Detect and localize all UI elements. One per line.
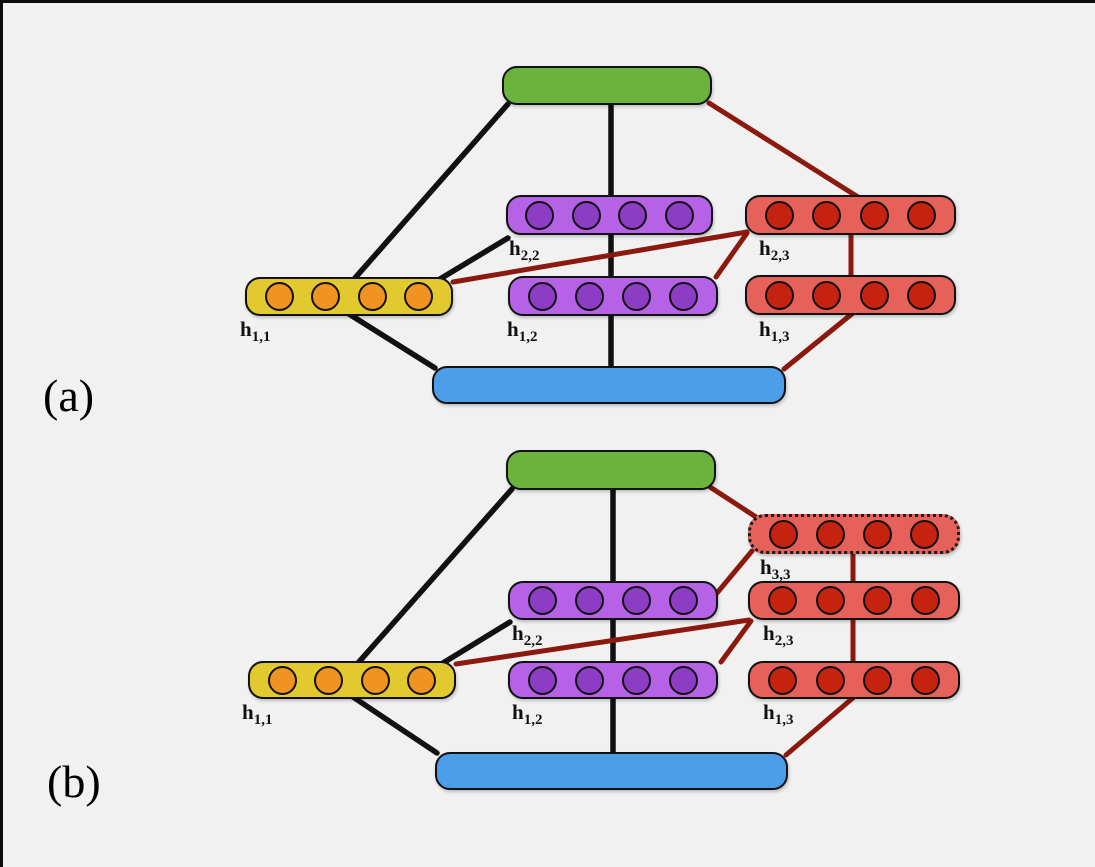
unit-circle xyxy=(575,281,604,311)
unit-circle xyxy=(357,282,387,311)
node-b-input-bar xyxy=(435,752,788,790)
unit-circle xyxy=(910,665,940,695)
node-b-h33 xyxy=(748,514,960,554)
unit-circle xyxy=(863,665,893,695)
edge-a-root-h23 xyxy=(706,100,861,200)
edge-a-root-h11 xyxy=(352,101,511,281)
unit-circle xyxy=(906,280,936,310)
unit-circle xyxy=(910,586,940,615)
unit-circle xyxy=(910,519,939,549)
unit-circle xyxy=(812,200,842,230)
node-a-h13 xyxy=(745,275,956,315)
edge-b-h13-input xyxy=(783,694,857,758)
node-a-input-bar xyxy=(432,366,786,404)
label-a-h23: h2,3 xyxy=(759,236,790,265)
unit-circle xyxy=(664,200,694,230)
panel-label-a: (a) xyxy=(43,370,95,421)
edge-a-h11-input xyxy=(346,311,438,371)
unit-circle xyxy=(311,282,341,311)
unit-circle xyxy=(622,586,651,615)
node-b-h11 xyxy=(248,661,456,699)
unit-circle xyxy=(528,665,557,695)
label-b-h33: h3,3 xyxy=(760,555,791,584)
edge-a-h11-h23 xyxy=(450,229,750,285)
edge-b-h12-h23 xyxy=(718,618,754,665)
label-b-h11: h1,1 xyxy=(242,700,273,729)
label-a-h12: h1,2 xyxy=(507,317,538,346)
node-b-h12 xyxy=(508,661,718,699)
unit-circle xyxy=(815,665,845,695)
unit-circle xyxy=(765,280,795,310)
node-a-h12 xyxy=(508,276,718,316)
unit-circle xyxy=(360,665,390,695)
unit-circle xyxy=(768,665,798,695)
node-b-h13 xyxy=(748,661,960,699)
edge-b-root-h11 xyxy=(355,486,515,666)
label-a-h13: h1,3 xyxy=(759,317,790,346)
label-b-h23: h2,3 xyxy=(763,621,794,650)
panel-label-b: (b) xyxy=(47,756,101,807)
edge-b-h33-h22 xyxy=(714,548,755,596)
unit-circle xyxy=(575,665,604,695)
unit-circle xyxy=(906,200,936,230)
edge-b-h11-input xyxy=(350,694,440,756)
node-a-h11 xyxy=(245,277,453,316)
unit-circle xyxy=(314,665,344,695)
unit-circle xyxy=(571,200,601,230)
unit-circle xyxy=(622,665,651,695)
unit-circle xyxy=(404,282,434,311)
unit-circle xyxy=(863,586,893,615)
unit-circle xyxy=(622,281,651,311)
unit-circle xyxy=(407,665,437,695)
unit-circle xyxy=(812,280,842,310)
unit-circle xyxy=(618,200,648,230)
unit-circle xyxy=(815,586,845,615)
node-a-root-bar xyxy=(502,66,712,105)
node-a-h22 xyxy=(506,195,713,235)
node-a-h23 xyxy=(745,195,956,235)
unit-circle xyxy=(859,200,889,230)
unit-circle xyxy=(669,665,698,695)
unit-circle xyxy=(528,281,557,311)
edge-b-h11-h22 xyxy=(440,619,513,666)
edge-a-h12-h23 xyxy=(713,230,750,280)
label-b-h12: h1,2 xyxy=(512,700,543,729)
unit-circle xyxy=(669,281,698,311)
unit-circle xyxy=(525,200,555,230)
unit-circle xyxy=(859,280,889,310)
edge-b-h11-h23 xyxy=(453,617,752,667)
edge-a-h13-input xyxy=(781,310,856,372)
unit-circle xyxy=(669,586,698,615)
node-b-h23 xyxy=(748,581,960,620)
unit-circle xyxy=(769,519,798,549)
label-b-h13: h1,3 xyxy=(763,700,794,729)
unit-circle xyxy=(863,519,892,549)
unit-circle xyxy=(528,586,557,615)
unit-circle xyxy=(768,586,798,615)
unit-circle xyxy=(264,282,294,311)
unit-circle xyxy=(816,519,845,549)
unit-circle xyxy=(267,665,297,695)
unit-circle xyxy=(765,200,795,230)
edge-b-root-h33 xyxy=(707,484,759,520)
unit-circle xyxy=(575,586,604,615)
label-a-h22: h2,2 xyxy=(509,236,540,265)
label-a-h11: h1,1 xyxy=(240,317,271,346)
node-b-root-bar xyxy=(506,450,716,490)
node-b-h22 xyxy=(508,581,718,620)
edges-layer xyxy=(346,100,861,758)
edge-a-h11-h22 xyxy=(437,235,511,282)
label-b-h22: h2,2 xyxy=(512,621,543,650)
